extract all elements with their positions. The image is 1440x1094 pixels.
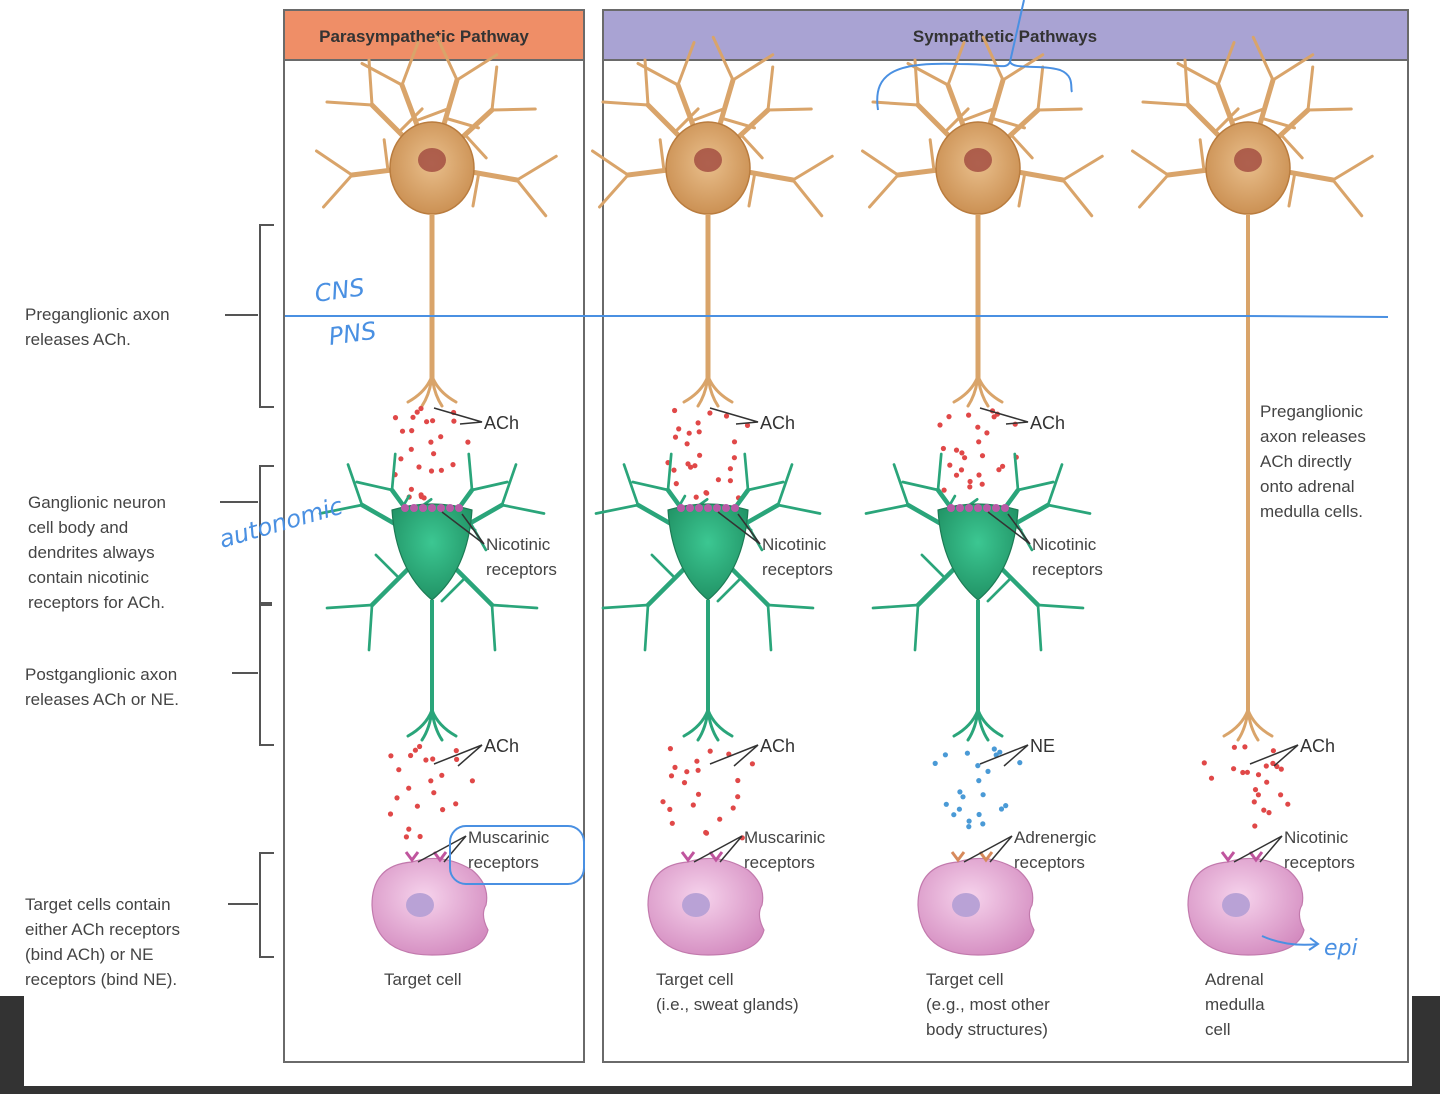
target-receptors xyxy=(404,851,448,863)
pre-nt-pointer xyxy=(709,407,759,425)
ganglion-receptor-pointer xyxy=(441,511,485,545)
target-cell-nucleus xyxy=(406,893,434,917)
post-nt-pointer xyxy=(979,744,1029,767)
side-labels: Preganglionic axon releases ACh. Ganglio… xyxy=(25,305,185,989)
pre-neurotransmitter-label: ACh xyxy=(484,413,519,433)
preganglionic-neuron xyxy=(315,35,558,408)
pns-annotation: PNS xyxy=(327,317,378,351)
ganglion-soma xyxy=(391,503,473,601)
target-cell-nucleus xyxy=(682,893,710,917)
muscarinic-circle-mark xyxy=(449,825,585,885)
pre-neurotransmitter-label: ACh xyxy=(760,413,795,433)
axon-terminal xyxy=(406,374,458,408)
ach-release-post xyxy=(1201,744,1291,829)
ach-release xyxy=(937,408,1019,493)
epi-arrow xyxy=(1261,935,1319,946)
target-cell xyxy=(917,851,1035,956)
pre-nt-pointer xyxy=(979,407,1029,425)
axon-terminal xyxy=(1222,708,1274,742)
post-nt-pointer xyxy=(709,744,759,767)
ganglion-soma xyxy=(667,503,749,601)
ganglionic-neuron xyxy=(594,452,822,742)
ach-release xyxy=(665,407,751,501)
ganglionic-neuron xyxy=(864,452,1092,742)
target-cell-nucleus xyxy=(1222,893,1250,917)
post-neurotransmitter-label: NE xyxy=(1030,736,1055,756)
nicotinic-receptor-cluster xyxy=(401,504,463,512)
target-cell-nucleus xyxy=(952,893,980,917)
target-cell xyxy=(1187,851,1305,956)
preganglionic-neuron xyxy=(861,35,1104,408)
post-nt-pointer xyxy=(1249,744,1299,767)
ganglion-soma xyxy=(937,503,1019,601)
target-cells-label: Target cells contain either ACh receptor… xyxy=(25,895,185,989)
ganglionic-label: Ganglionic neuron cell body and dendrite… xyxy=(28,493,171,612)
parasympathetic-panel: Parasympathetic Pathway xyxy=(283,9,585,1063)
neuron-nucleus xyxy=(694,148,722,172)
preganglionic-label: Preganglionic axon releases ACh. xyxy=(25,305,174,349)
target-cell-label: Target cell xyxy=(384,970,461,989)
target-receptor-pointer xyxy=(1233,835,1283,863)
pre-neurotransmitter-label: ACh xyxy=(1030,413,1065,433)
preganglionic-neuron xyxy=(591,35,834,408)
target-receptor-pointer xyxy=(417,835,467,863)
cns-annotation: CNS xyxy=(313,273,366,308)
axon-terminal xyxy=(682,374,734,408)
pre-nt-pointer xyxy=(433,407,483,425)
axon-terminal xyxy=(406,708,458,742)
side-brackets xyxy=(220,224,274,958)
neuron-nucleus xyxy=(1234,148,1262,172)
axon-terminal xyxy=(682,708,734,742)
post-neurotransmitter-label: ACh xyxy=(1300,736,1335,756)
target-receptors xyxy=(1220,851,1264,863)
sympathetic-panel: Sympathetic Pathways xyxy=(602,9,1409,1063)
target-cell xyxy=(647,851,765,956)
sympathetic-title: Sympathetic Pathways xyxy=(913,27,1097,46)
nicotinic-receptor-cluster xyxy=(947,504,1009,512)
target-receptor-pointer xyxy=(963,835,1013,863)
ach-release-post xyxy=(660,746,756,841)
nicotinic-receptor-cluster xyxy=(677,504,739,512)
postganglionic-label: Postganglionic axon releases ACh or NE. xyxy=(25,665,182,709)
post-neurotransmitter-label: ACh xyxy=(760,736,795,756)
epi-annotation: epi xyxy=(1324,936,1358,961)
ganglion-receptor-pointer xyxy=(717,511,761,545)
cns-pns-divider-line xyxy=(284,313,1389,318)
axon-terminal xyxy=(952,374,1004,408)
ach-release xyxy=(392,405,471,501)
target-receptors xyxy=(680,851,724,863)
target-receptor-pointer xyxy=(693,835,743,863)
parasympathetic-title: Parasympathetic Pathway xyxy=(319,27,529,46)
target-cell-label: Target cell(i.e., sweat glands) xyxy=(656,970,799,1014)
ganglionic-neuron xyxy=(318,452,546,742)
ach-release-post xyxy=(387,743,475,840)
bottom-frame xyxy=(0,996,1440,1094)
neuron-nucleus xyxy=(964,148,992,172)
post-nt-pointer xyxy=(433,744,483,767)
ganglion-receptor-pointer xyxy=(987,511,1031,545)
ne-release xyxy=(932,746,1023,830)
axon-terminal xyxy=(952,708,1004,742)
neuron-nucleus xyxy=(418,148,446,172)
post-neurotransmitter-label: ACh xyxy=(484,736,519,756)
preganglionic-neuron xyxy=(1131,35,1374,742)
target-receptors xyxy=(950,851,994,863)
sympathetic-brace-mark xyxy=(876,59,1073,111)
